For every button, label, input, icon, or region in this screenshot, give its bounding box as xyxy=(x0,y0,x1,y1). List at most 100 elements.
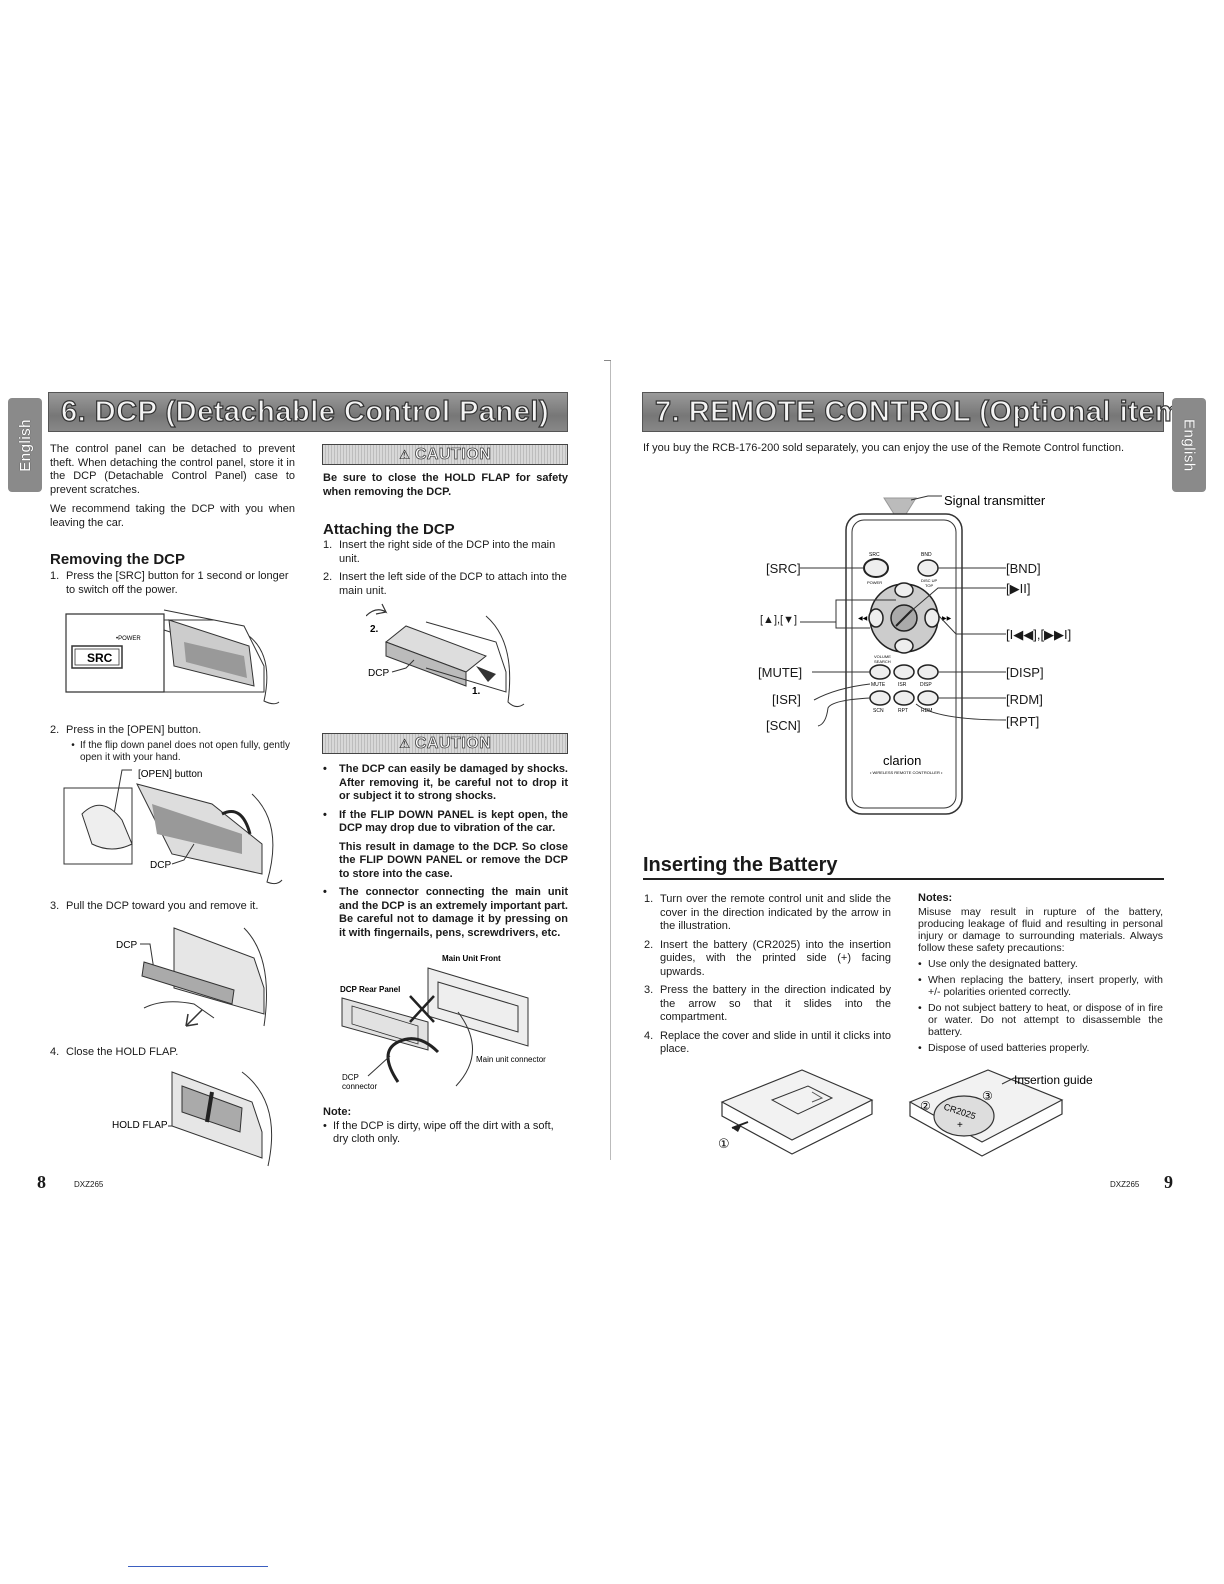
label-up-down: [▲],[▼] xyxy=(760,614,798,626)
language-tab-label: English xyxy=(1180,418,1198,472)
language-tab-label: English xyxy=(16,418,34,472)
page-number: 8 xyxy=(37,1172,46,1192)
svg-text:SEARCH: SEARCH xyxy=(874,659,891,664)
fold-mark xyxy=(128,1566,268,1567)
language-tab-left: English xyxy=(8,398,42,492)
step-marker: ① xyxy=(718,1136,730,1151)
bnd-button xyxy=(917,559,939,577)
disp-button xyxy=(917,664,939,680)
note-label: Note: xyxy=(323,1106,352,1118)
page-number: 9 xyxy=(1164,1172,1173,1192)
attaching-steps: 1.Insert the right side of the DCP into … xyxy=(323,539,567,597)
battery-steps: 1.Turn over the remote control unit and … xyxy=(644,893,891,1055)
src-label: SRC xyxy=(87,651,113,665)
fold-mark xyxy=(604,360,611,361)
section-title: 7. REMOTE CONTROL (Optional item) xyxy=(654,395,1192,428)
rpt-button xyxy=(893,690,915,706)
intro-paragraph: We recommend taking the DCP with you whe… xyxy=(50,503,295,529)
hold-flap-label: HOLD FLAP xyxy=(112,1120,168,1131)
label-rpt: [RPT] xyxy=(1006,714,1040,729)
svg-text:POWER: POWER xyxy=(867,580,882,585)
dcp-rear-panel-label: DCP Rear Panel xyxy=(340,985,400,994)
main-unit-front-label: Main Unit Front xyxy=(442,954,501,963)
battery-heading: Inserting the Battery xyxy=(643,854,838,876)
warning-icon: ⚠ xyxy=(398,446,411,462)
rdm-button xyxy=(917,690,939,706)
label-scn: [SCN] xyxy=(766,718,801,733)
section-header-dcp: 6. DCP (Detachable Control Panel) xyxy=(48,392,568,432)
caution-label: CAUTION xyxy=(414,445,492,463)
attaching-heading: Attaching the DCP xyxy=(323,521,455,538)
model-number: DXZ265 xyxy=(74,1180,104,1189)
fold-mark xyxy=(610,360,611,1160)
label-mute: [MUTE] xyxy=(758,665,803,680)
label-bnd: [BND] xyxy=(1006,561,1041,576)
step-2-marker: 2. xyxy=(370,624,379,635)
figure-open-button: [OPEN] button DCP xyxy=(63,769,283,885)
svg-text:RPT: RPT xyxy=(898,708,908,714)
label-isr: [ISR] xyxy=(772,692,801,707)
step-1-marker: 1. xyxy=(472,686,481,697)
intro-block: The control panel can be detached to pre… xyxy=(50,443,295,530)
brand-logo: clarion xyxy=(883,753,921,768)
remote-intro: If you buy the RCB-176-200 sold separate… xyxy=(643,442,1125,454)
battery-notes: Notes: Misuse may result in rupture of t… xyxy=(918,892,1163,1054)
svg-text:+: + xyxy=(957,1120,963,1131)
dcp-connector-label: connector xyxy=(342,1082,377,1091)
figure-connector: Main Unit Front DCP Rear Panel Main unit… xyxy=(340,954,546,1091)
figure-src-button: SRC •POWER xyxy=(65,609,280,705)
intro-paragraph: The control panel can be detached to pre… xyxy=(50,443,295,496)
svg-text:MUTE: MUTE xyxy=(871,682,886,688)
label-disp: [DISP] xyxy=(1006,665,1044,680)
open-button-label: [OPEN] button xyxy=(138,769,202,780)
svg-text:SCN: SCN xyxy=(873,708,884,714)
svg-text:◀◀: ◀◀ xyxy=(858,616,868,622)
caution-2-list: •The DCP can easily be damaged by shocks… xyxy=(323,763,568,939)
dcp-label: DCP xyxy=(150,860,171,871)
svg-text:TOP: TOP xyxy=(925,583,933,588)
notes-intro: Misuse may result in rupture of the batt… xyxy=(918,905,1163,954)
svg-text:DISP: DISP xyxy=(920,682,932,688)
figure-pull-dcp: DCP xyxy=(116,927,267,1027)
caution-label: CAUTION xyxy=(414,734,492,752)
section-header-remote: 7. REMOTE CONTROL (Optional item) xyxy=(642,392,1191,432)
removing-step-1: 1.Press the [SRC] button for 1 second or… xyxy=(50,570,289,596)
label-src: [SRC] xyxy=(766,561,801,576)
caution-1-text: Be sure to close the HOLD FLAP for safet… xyxy=(323,472,568,498)
svg-text:▶▶: ▶▶ xyxy=(942,616,952,622)
dcp-label: DCP xyxy=(368,668,389,679)
label-skip: [I◀◀],[▶▶I] xyxy=(1006,627,1072,642)
dcp-connector-label: DCP xyxy=(342,1073,359,1082)
power-label: •POWER xyxy=(116,636,141,642)
warning-icon: ⚠ xyxy=(398,735,411,751)
label-play-pause: [▶II] xyxy=(1006,581,1031,596)
main-unit-connector-label: Main unit connector xyxy=(476,1055,546,1064)
svg-text:ISR: ISR xyxy=(898,682,907,688)
section-title: 6. DCP (Detachable Control Panel) xyxy=(60,395,550,428)
caution-banner-1: ⚠ CAUTION xyxy=(322,444,568,465)
figure-attach-dcp: 2. 1. DCP xyxy=(366,603,525,708)
svg-text:SRC: SRC xyxy=(869,552,880,558)
battery-heading-rule xyxy=(643,878,1164,880)
svg-text:BND: BND xyxy=(921,552,932,558)
figure-battery-insert: CR2025 + ② ③ Insertion guide xyxy=(908,1069,1093,1157)
svg-text:• WIRELESS REMOTE CONTROLLER •: • WIRELESS REMOTE CONTROLLER • xyxy=(870,770,943,775)
dcp-label: DCP xyxy=(116,940,137,951)
model-number: DXZ265 xyxy=(1110,1180,1140,1189)
figure-battery-cover: ① xyxy=(718,1069,874,1155)
svg-text:VOLUME: VOLUME xyxy=(874,654,891,659)
note-block: Note: •If the DCP is dirty, wipe off the… xyxy=(323,1106,568,1147)
step-marker: ③ xyxy=(982,1089,993,1103)
removing-step-4: 4.Close the HOLD FLAP. xyxy=(50,1046,179,1058)
mute-button xyxy=(869,664,891,680)
signal-transmitter-label: Signal transmitter xyxy=(944,493,1046,508)
removing-step-2: 2.Press in the [OPEN] button. •If the fl… xyxy=(50,724,290,763)
label-rdm: [RDM] xyxy=(1006,692,1043,707)
language-tab-right: English xyxy=(1172,398,1206,492)
svg-text:DISC UP: DISC UP xyxy=(921,578,938,583)
removing-step-3: 3.Pull the DCP toward you and remove it. xyxy=(50,900,259,912)
src-button xyxy=(863,558,889,578)
removing-heading: Removing the DCP xyxy=(50,551,186,568)
notes-label: Notes: xyxy=(918,892,953,904)
figure-hold-flap: HOLD FLAP xyxy=(112,1071,273,1167)
